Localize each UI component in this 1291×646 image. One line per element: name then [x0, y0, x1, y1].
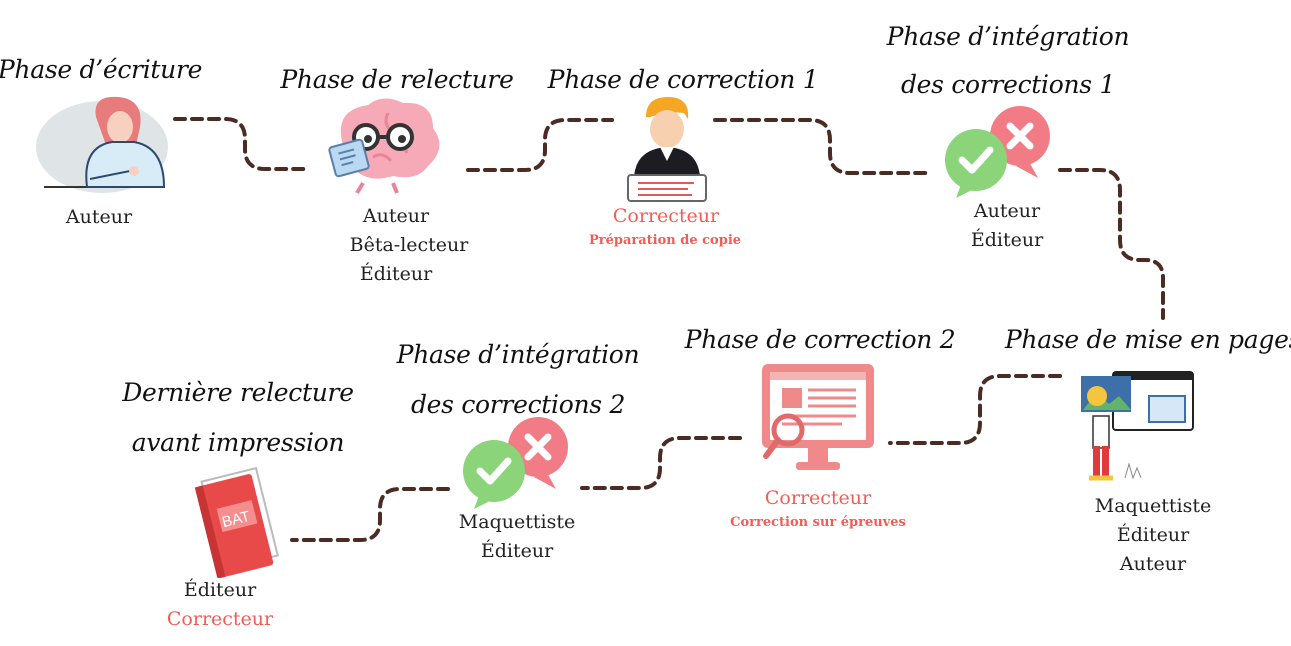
title-integration1-line2: des corrections 1 [900, 70, 1116, 99]
connector-writing-review [173, 117, 312, 171]
connector-integration1-layout [1058, 168, 1165, 320]
role-layout-1: Maquettiste [1094, 495, 1212, 517]
role-final-1: Éditeur [183, 579, 257, 601]
connector-correction2-integration2 [580, 436, 742, 490]
proofreader-icon [627, 97, 707, 202]
title-final-line2: avant impression [131, 428, 345, 457]
role-layout-2: Éditeur [1116, 524, 1190, 546]
note-correction2: Correction sur épreuves [730, 515, 906, 530]
role-integration2-2: Éditeur [480, 540, 554, 562]
title-integration2-line1: Phase d’intégration [396, 340, 640, 369]
title-layout: Phase de mise en pages [1004, 325, 1291, 354]
note-correction1: Préparation de copie [588, 233, 742, 248]
title-writing: Phase d’écriture [0, 55, 203, 84]
title-correction2: Phase de correction 2 [684, 325, 956, 354]
check-cross-bubbles-icon [463, 417, 568, 509]
role-integration1-1: Auteur [973, 200, 1041, 222]
role-correction2: Correcteur [764, 487, 872, 509]
role-integration2-1: Maquettiste [458, 511, 576, 533]
title-integration1-line1: Phase d’intégration [886, 22, 1130, 51]
title-integration2-line2: des corrections 2 [410, 390, 626, 419]
bat-book-icon [194, 466, 279, 578]
role-integration1-2: Éditeur [970, 229, 1044, 251]
role-review-1: Auteur [362, 205, 430, 227]
title-review: Phase de relecture [280, 65, 514, 94]
role-final-2: Correcteur [166, 608, 274, 630]
connector-correction1-integration1 [713, 118, 932, 175]
role-review-2: Bêta-lecteur [349, 234, 469, 256]
role-writing: Auteur [65, 206, 133, 228]
role-layout-3: Auteur [1119, 553, 1187, 575]
title-final-line1: Dernière relecture [122, 378, 354, 407]
role-review-3: Éditeur [359, 263, 433, 285]
check-cross-bubbles-icon [945, 106, 1050, 198]
monitor-magnifier-icon [762, 364, 874, 470]
layout-designer-icon [1081, 371, 1194, 481]
title-correction1: Phase de correction 1 [547, 65, 819, 94]
connector-integration2-final [290, 487, 450, 542]
connector-layout-correction2 [888, 374, 1062, 445]
connector-review-correction1 [466, 118, 614, 172]
role-correction1: Correcteur [612, 205, 720, 227]
brain-reading-icon [328, 98, 440, 195]
person-writing-icon [36, 96, 168, 193]
